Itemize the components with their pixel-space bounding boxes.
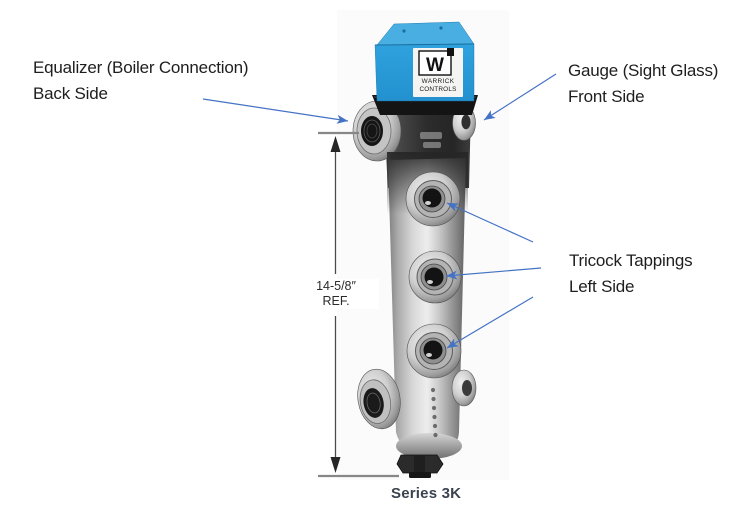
drain-plug [396, 454, 444, 478]
dimension-annotation [318, 131, 399, 478]
dimension-ref: REF. [322, 294, 350, 308]
equalizer-leader-arrow-icon [202, 98, 349, 124]
barrel [388, 158, 466, 456]
cast-lettering [430, 387, 438, 438]
tricock-leader-arrow-1-icon [446, 202, 534, 243]
gauge-label-line2: Front Side [568, 87, 645, 106]
cast-marks [420, 132, 442, 148]
tricock-leader-arrow-3-icon [446, 296, 534, 349]
tricock-leader-arrow-2-icon [445, 267, 542, 280]
equalizer-label: Equalizer (Boiler Connection) Back Side [33, 55, 249, 107]
bottom-left-port [357, 368, 401, 430]
equalizer-port [352, 100, 402, 162]
leader-arrows [202, 73, 557, 349]
tricock-boss-2 [408, 250, 462, 304]
control-box: W WARRICK CONTROLS [372, 21, 478, 115]
tricock-boss-1 [405, 171, 461, 227]
tricock-boss-3 [406, 323, 462, 379]
dimension-label: 14-5/8″ REF. [293, 279, 379, 309]
gauge-label-line1: Gauge (Sight Glass) [568, 61, 719, 80]
brand-name-line2: CONTROLS [419, 86, 456, 93]
brand-name-line1: WARRICK [422, 78, 455, 85]
tricock-label: Tricock Tappings Left Side [569, 248, 693, 300]
dimension-arrowhead-down-icon [330, 457, 341, 473]
series-caption: Series 3K [391, 485, 462, 502]
gauge-label: Gauge (Sight Glass) Front Side [568, 58, 718, 110]
bottom-cap [396, 433, 462, 459]
dimension-arrowhead-up-icon [330, 136, 341, 152]
gauge-leader-arrow-icon [483, 73, 557, 121]
logo-w-icon: W [426, 55, 444, 76]
bottom-right-port [451, 369, 477, 407]
warrick-label: W WARRICK CONTROLS [413, 48, 463, 97]
equalizer-label-line2: Back Side [33, 84, 108, 103]
tricock-label-line2: Left Side [569, 277, 635, 296]
dimension-value: 14-5/8″ [316, 279, 356, 293]
tricock-label-line1: Tricock Tappings [569, 251, 693, 270]
logo-flag-icon [447, 48, 454, 56]
equalizer-label-line1: Equalizer (Boiler Connection) [33, 58, 249, 77]
